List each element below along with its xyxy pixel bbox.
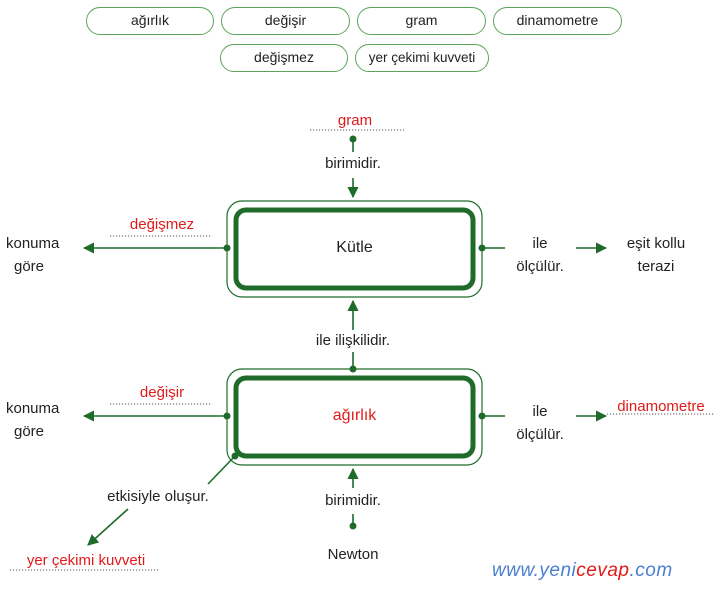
word-chip-yer-cekimi-kuvveti: yer çekimi kuvveti <box>355 44 489 72</box>
weight-location-answer: değişir <box>139 384 185 401</box>
mass-location-line1: konuma <box>6 235 60 252</box>
relation-label: ile ilişkilidir. <box>315 332 391 349</box>
mass-measure-line1: ile <box>532 235 548 252</box>
mass-location-answer: değişmez <box>129 216 195 233</box>
mass-unit-answer: gram <box>337 112 373 129</box>
mass-instrument-line1: eşit kollu <box>626 235 686 252</box>
weight-measure-line2: ölçülür. <box>516 426 564 443</box>
mass-measure-line2: ölçülür. <box>516 258 564 275</box>
weight-cause-label: etkisiyle oluşur. <box>107 488 209 505</box>
weight-unit-label: birimidir. <box>325 492 381 509</box>
weight-box-title: ağırlık <box>332 407 377 424</box>
watermark-prefix: www. <box>492 560 540 581</box>
word-chip-degisir: değişir <box>221 7 350 35</box>
word-chip-degismez: değişmez <box>220 44 348 72</box>
watermark-suffix: .com <box>629 560 673 581</box>
weight-measure-line1: ile <box>532 403 548 420</box>
watermark-brand-b: cevap <box>576 560 630 581</box>
mass-box-inner <box>233 207 476 291</box>
weight-cause-answer: yer çekimi kuvveti <box>26 552 146 569</box>
mass-location-line2: göre <box>14 258 45 275</box>
word-chip-agirlik: ağırlık <box>86 7 214 35</box>
weight-box-inner <box>233 375 476 459</box>
word-chip-dinamometre: dinamometre <box>493 7 622 35</box>
weight-location-line2: göre <box>14 423 45 440</box>
weight-location-line1: konuma <box>6 400 60 417</box>
mass-instrument-line2: terazi <box>637 258 675 275</box>
weight-instrument-answer: dinamometre <box>617 398 705 415</box>
mass-box-title: Kütle <box>336 239 373 256</box>
word-chip-gram: gram <box>357 7 486 35</box>
watermark-brand-a: yeni <box>539 560 577 581</box>
weight-unit-value: Newton <box>327 546 379 563</box>
mass-unit-label: birimidir. <box>325 155 381 172</box>
watermark: www.yenicevap.com <box>492 560 673 582</box>
